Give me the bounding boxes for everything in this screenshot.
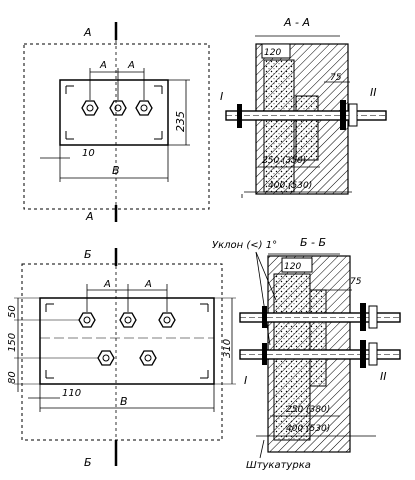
top-panel bbox=[59, 79, 169, 146]
top-nut-3 bbox=[135, 100, 153, 116]
top-dim-width: B bbox=[112, 164, 120, 177]
top-nut-1 bbox=[81, 100, 99, 116]
top-section-dim-wall: 250 (350) bbox=[262, 156, 306, 166]
bottom-nut-5 bbox=[139, 350, 157, 366]
bottom-section-mark-top: Б bbox=[84, 248, 92, 261]
top-section-dim-top: 120 bbox=[264, 48, 281, 58]
bottom-dim-a-right: A bbox=[144, 279, 152, 290]
top-section-dim-offset: 75 bbox=[330, 73, 342, 83]
top-section-dim-total: 400 (530) bbox=[268, 181, 312, 191]
bottom-nut-3 bbox=[158, 312, 176, 328]
top-section-mark-bottom: A bbox=[85, 210, 94, 223]
bottom-section-dim-top: 120 bbox=[284, 262, 301, 272]
bottom-dim-offset: 110 bbox=[62, 388, 81, 399]
bottom-plan-view: Б Б A A bbox=[7, 248, 236, 469]
bottom-side-right: II bbox=[380, 370, 387, 383]
top-side-right: II bbox=[370, 86, 377, 99]
bottom-dim-height: 310 bbox=[222, 339, 233, 358]
bottom-dim-bottom: 80 bbox=[7, 371, 18, 384]
bottom-panel bbox=[39, 297, 215, 385]
bottom-plaster-label: Штукатурка bbox=[246, 460, 311, 471]
bottom-wall-outline bbox=[21, 263, 223, 441]
bottom-section-view: Б - Б Уклон (<) 1° 120 75 I II 250 (380)… bbox=[212, 236, 401, 471]
bottom-side-left: I bbox=[244, 374, 247, 387]
top-plan-view: A A A A 235 10 bbox=[23, 22, 210, 223]
top-section-mark-top: A bbox=[83, 26, 92, 39]
bottom-dim-width: B bbox=[120, 395, 128, 408]
bottom-section-mark-bottom: Б bbox=[84, 456, 92, 469]
top-dim-offset: 10 bbox=[82, 148, 95, 159]
bottom-section-dim-wall: 250 (380) bbox=[286, 405, 330, 415]
top-nut-2 bbox=[109, 100, 127, 116]
top-side-left: I bbox=[220, 90, 223, 103]
bottom-nut-1 bbox=[78, 312, 96, 328]
bottom-section-dim-offset: 75 bbox=[350, 277, 362, 287]
bottom-section-title: Б - Б bbox=[300, 236, 326, 249]
top-dim-height: 235 bbox=[174, 111, 187, 132]
top-dim-a-left: A bbox=[99, 60, 107, 71]
top-section-title: A - A bbox=[283, 16, 310, 29]
bottom-dim-top: 50 bbox=[7, 305, 18, 318]
bottom-nut-2 bbox=[119, 312, 137, 328]
bottom-nut-4 bbox=[97, 350, 115, 366]
bottom-dim-a-left: A bbox=[103, 279, 111, 290]
top-dim-a-right: A bbox=[127, 60, 135, 71]
bottom-slope-label: Уклон (<) 1° bbox=[212, 240, 277, 251]
bottom-section-dim-total: 400 (530) bbox=[286, 424, 330, 434]
top-wall-outline bbox=[23, 43, 210, 210]
top-section-view: A - A 120 I II 75 250 (350) 400 (530) bbox=[220, 16, 387, 198]
bottom-dim-mid: 150 bbox=[7, 333, 18, 352]
